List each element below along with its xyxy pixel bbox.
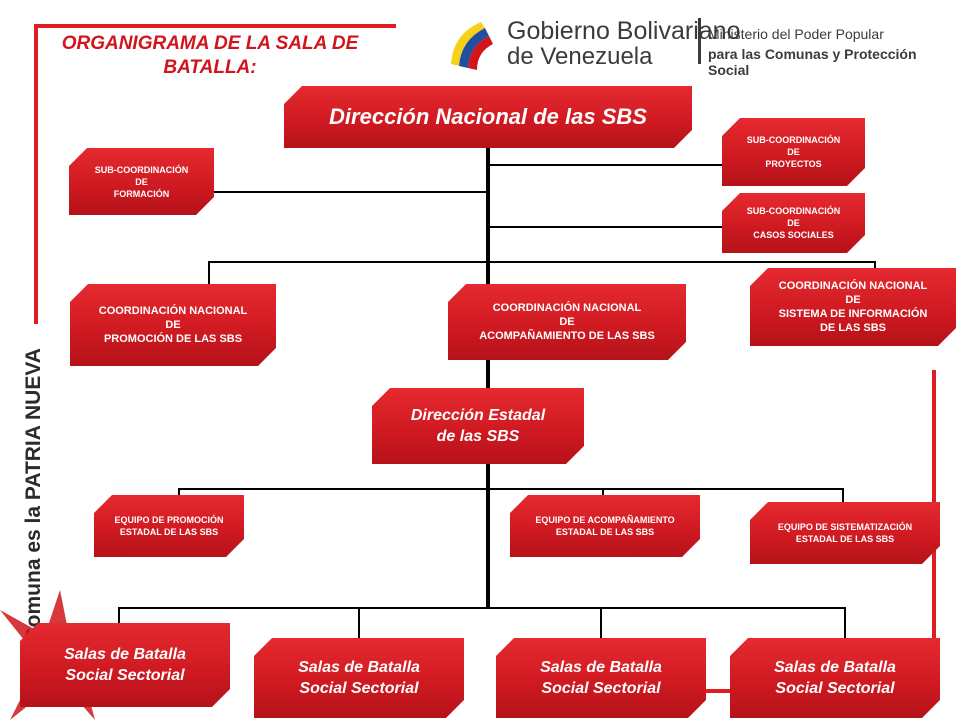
node-sub-casos: SUB-COORDINACIÓN DE CASOS SOCIALES — [722, 193, 865, 253]
conn-sala-4 — [844, 607, 846, 640]
node-coord-acompanamiento-label: COORDINACIÓN NACIONAL DE ACOMPAÑAMIENTO … — [479, 301, 655, 343]
frame-line-top — [34, 24, 396, 28]
node-equipo-promocion-label: EQUIPO DE PROMOCIÓN ESTADAL DE LAS SBS — [114, 514, 223, 538]
gobierno-label: Gobierno Bolivariano — [507, 17, 740, 45]
venezuela-label: de Venezuela — [507, 43, 652, 70]
ministerio-line1: Ministerio del Poder Popular — [708, 26, 884, 42]
node-equipo-acompanamiento-label: EQUIPO DE ACOMPAÑAMIENTO ESTADAL DE LAS … — [535, 514, 674, 538]
conn-casos — [488, 226, 724, 228]
node-sub-proyectos-label: SUB-COORDINACIÓN DE PROYECTOS — [747, 134, 841, 170]
node-coord-sistema-label: COORDINACIÓN NACIONAL DE SISTEMA DE INFO… — [779, 279, 928, 335]
node-sub-formacion-label: SUB-COORDINACIÓN DE FORMACIÓN — [95, 164, 189, 200]
conn-proyectos — [488, 164, 724, 166]
conn-sala-2 — [358, 607, 360, 640]
node-direccion-nacional-label: Dirección Nacional de las SBS — [329, 104, 647, 130]
conn-equipo-sistematizacion — [842, 488, 844, 504]
node-sala-4-label: Salas de Batalla Social Sectorial — [774, 657, 896, 699]
node-equipo-promocion: EQUIPO DE PROMOCIÓN ESTADAL DE LAS SBS — [94, 495, 244, 557]
venezuela-title: de Venezuela — [507, 44, 652, 70]
node-sala-2-label: Salas de Batalla Social Sectorial — [298, 657, 420, 699]
conn-coord-row — [208, 261, 876, 263]
node-sala-2: Salas de Batalla Social Sectorial — [254, 638, 464, 718]
conn-salas-row — [118, 607, 846, 609]
gobierno-title: Gobierno Bolivariano — [507, 18, 740, 44]
node-sub-formacion: SUB-COORDINACIÓN DE FORMACIÓN — [69, 148, 214, 215]
node-sala-1: Salas de Batalla Social Sectorial — [20, 623, 230, 707]
node-equipo-sistematizacion-label: EQUIPO DE SISTEMATIZACIÓN ESTADAL DE LAS… — [778, 521, 912, 545]
node-coord-acompanamiento: COORDINACIÓN NACIONAL DE ACOMPAÑAMIENTO … — [448, 284, 686, 360]
conn-coord-promocion — [208, 261, 210, 287]
node-sala-3: Salas de Batalla Social Sectorial — [496, 638, 706, 718]
conn-sala-3 — [600, 607, 602, 640]
node-sala-3-label: Salas de Batalla Social Sectorial — [540, 657, 662, 699]
page-title: ORGANIGRAMA DE LA SALA DE BATALLA: — [30, 32, 390, 80]
gobierno-logo: Gobierno Bolivariano de Venezuela Minist… — [443, 12, 953, 74]
node-direccion-estadal-label: Dirección Estadal de las SBS — [411, 405, 545, 447]
node-sala-4: Salas de Batalla Social Sectorial — [730, 638, 940, 718]
node-direccion-nacional: Dirección Nacional de las SBS — [284, 86, 692, 148]
node-equipo-sistematizacion: EQUIPO DE SISTEMATIZACIÓN ESTADAL DE LAS… — [750, 502, 940, 564]
node-sub-proyectos: SUB-COORDINACIÓN DE PROYECTOS — [722, 118, 865, 186]
conn-sala-1 — [118, 607, 120, 625]
main-trunk — [486, 148, 490, 608]
node-sub-casos-label: SUB-COORDINACIÓN DE CASOS SOCIALES — [747, 205, 841, 241]
node-sala-1-label: Salas de Batalla Social Sectorial — [64, 644, 186, 686]
ministerio-line2: para las Comunas y Protección Social — [708, 46, 953, 78]
conn-equipo-row — [178, 488, 844, 490]
node-coord-promocion-label: COORDINACIÓN NACIONAL DE PROMOCIÓN DE LA… — [99, 304, 248, 346]
node-equipo-acompanamiento: EQUIPO DE ACOMPAÑAMIENTO ESTADAL DE LAS … — [510, 495, 700, 557]
node-coord-promocion: COORDINACIÓN NACIONAL DE PROMOCIÓN DE LA… — [70, 284, 276, 366]
conn-formacion — [212, 191, 488, 193]
node-direccion-estadal: Dirección Estadal de las SBS — [372, 388, 584, 464]
venezuela-flag-icon — [443, 14, 503, 72]
logo-divider — [698, 18, 701, 64]
node-coord-sistema: COORDINACIÓN NACIONAL DE SISTEMA DE INFO… — [750, 268, 956, 346]
